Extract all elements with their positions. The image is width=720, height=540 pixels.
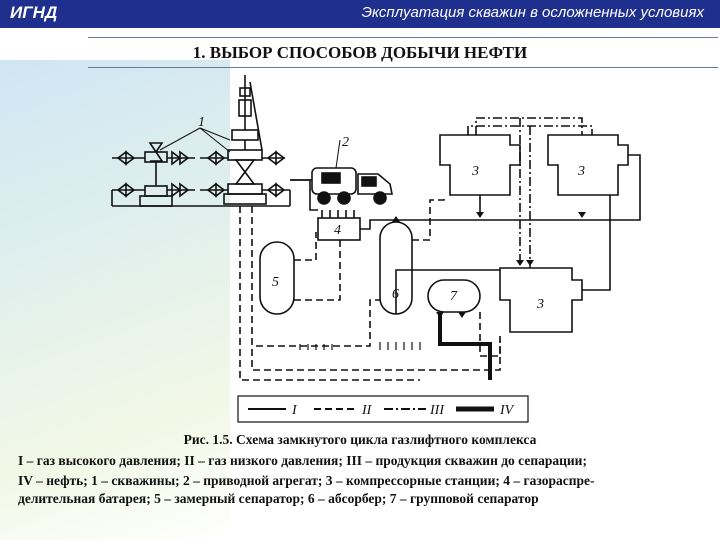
distributor-battery: 4 — [317, 210, 361, 241]
caption-line-3: делительная батарея; 5 – замерный сепара… — [18, 491, 539, 506]
label-compressor-2: 3 — [577, 164, 585, 179]
gaslift-diagram: 1 2 4 3 3 3 5 — [111, 75, 641, 423]
caption-line-1: I – газ высокого давления; II – газ низк… — [18, 453, 587, 468]
label-compressor-1: 3 — [471, 164, 479, 179]
top-rule — [88, 37, 718, 38]
legend: I II III IV — [237, 395, 529, 423]
measuring-separator: 5 — [259, 241, 295, 315]
compressor-right: 3 — [547, 134, 629, 196]
compressor-left: 3 — [439, 134, 521, 196]
header-right-label: Эксплуатация скважин в осложненных услов… — [361, 4, 704, 21]
label-distributor: 4 — [334, 223, 341, 238]
header-bar: ИГНД Эксплуатация скважин в осложненных … — [0, 0, 720, 28]
header-left-label: ИГНД — [10, 3, 58, 22]
label-wells: 1 — [198, 115, 205, 130]
manifold-ticks — [299, 342, 421, 350]
legend-label-3: III — [429, 403, 445, 418]
legend-label-4: IV — [499, 403, 515, 418]
label-compressor-3: 3 — [536, 297, 544, 312]
title-rule — [88, 67, 718, 68]
background-gradient — [0, 60, 230, 540]
wells-group: 1 — [112, 75, 290, 207]
label-group-sep: 7 — [450, 289, 458, 304]
group-separator: 7 — [427, 279, 481, 313]
legend-label-2: II — [361, 403, 373, 418]
pipeline-oil — [438, 312, 492, 380]
caption-line-2: IV – нефть; 1 – скважины; 2 – приводной … — [18, 473, 595, 488]
legend-label-1: I — [291, 403, 298, 418]
label-meter-sep: 5 — [272, 275, 279, 290]
flow-arrows — [392, 212, 586, 318]
figure-caption: Рис. 1.5. Схема замкнутого цикла газлифт… — [183, 432, 537, 447]
slide-title: 1. ВЫБОР СПОСОБОВ ДОБЫЧИ НЕФТИ — [192, 43, 528, 62]
pipeline-products — [467, 117, 593, 268]
pipeline-high-pressure — [290, 154, 641, 314]
label-drive: 2 — [342, 135, 349, 150]
pipeline-low-pressure — [239, 195, 501, 381]
drive-unit: 2 — [311, 135, 393, 205]
compressor-bottom: 3 — [499, 267, 583, 333]
